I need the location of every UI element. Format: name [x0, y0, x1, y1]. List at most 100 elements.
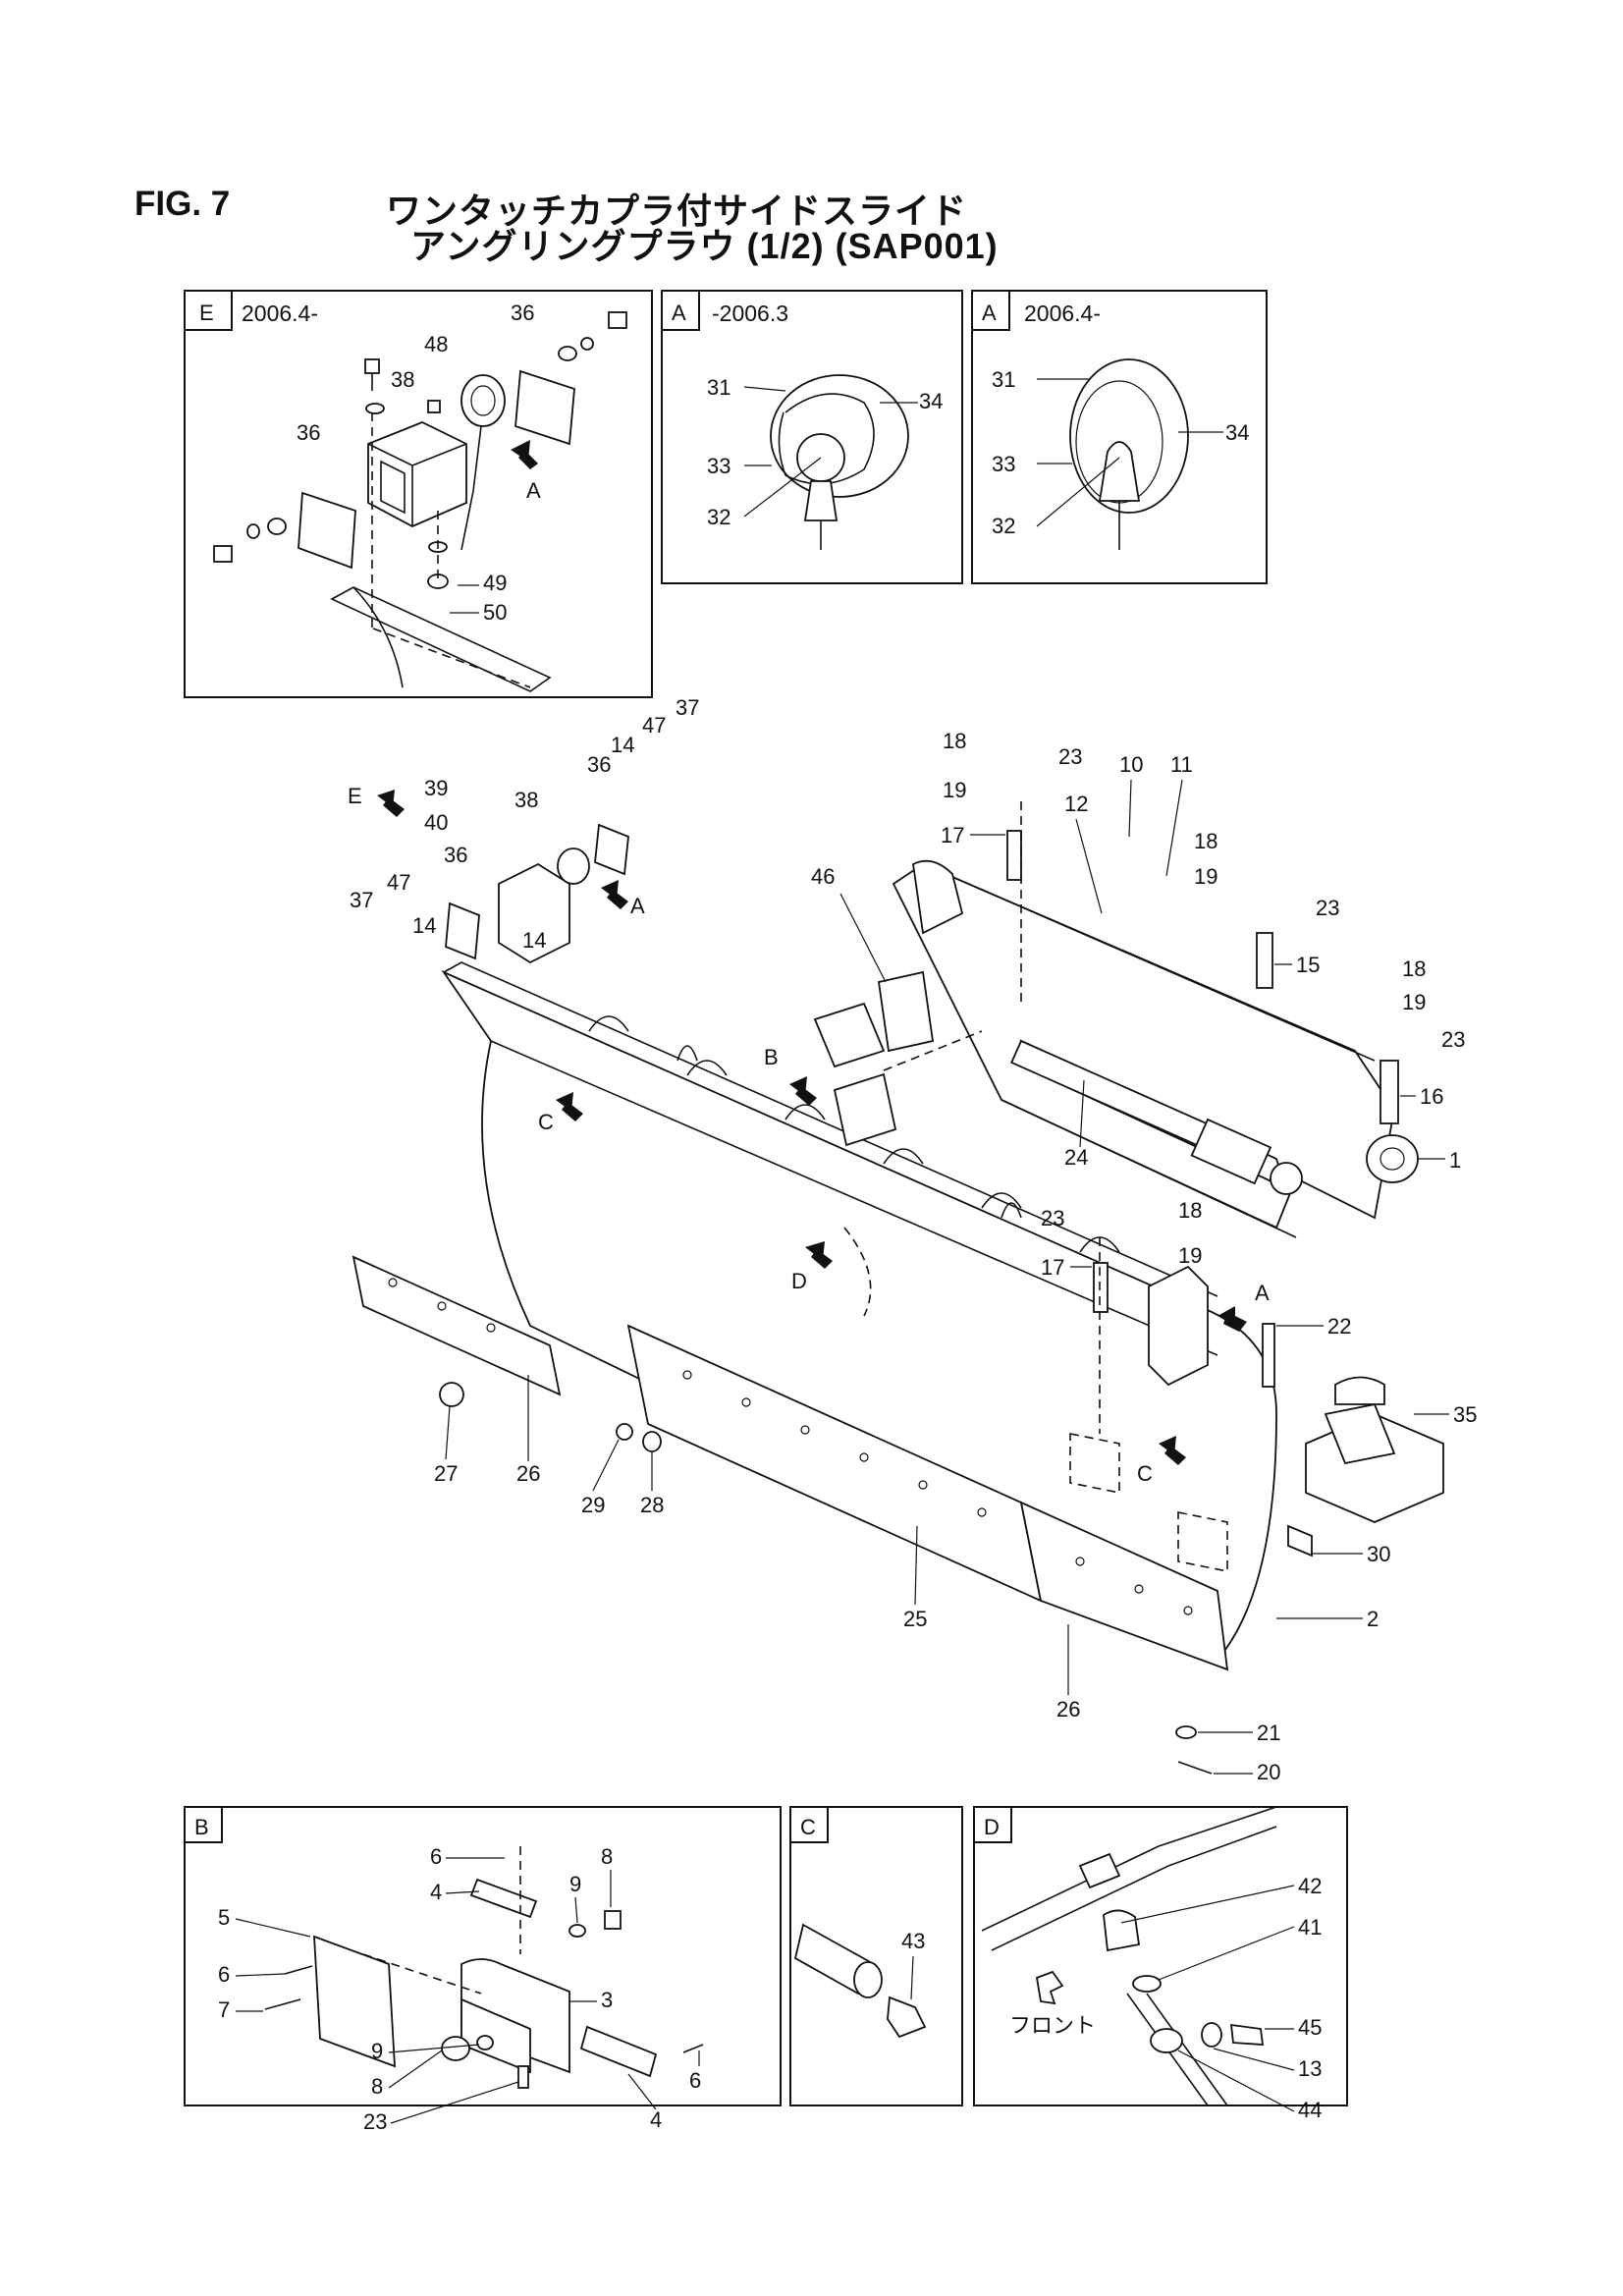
callout-23: 23 — [1316, 896, 1339, 920]
callout-17: 17 — [1041, 1255, 1064, 1280]
view-marker-c: C — [538, 1110, 554, 1134]
callout-19: 19 — [1178, 1243, 1202, 1268]
callout-19: 19 — [1194, 864, 1217, 889]
view-marker-d: D — [791, 1269, 807, 1293]
callout-36: 36 — [587, 752, 611, 777]
edge-bolt-holes — [388, 1278, 1193, 1615]
panel-a-old-tag: A — [672, 301, 686, 325]
callout-41: 41 — [1298, 1915, 1322, 1940]
callout-18: 18 — [1178, 1198, 1202, 1223]
callout-14: 14 — [522, 928, 546, 953]
callout-32: 32 — [992, 514, 1015, 538]
callout-43: 43 — [901, 1929, 925, 1953]
panel-e-tag: E — [199, 301, 214, 325]
callout-28: 28 — [640, 1493, 664, 1517]
callout-37: 37 — [676, 695, 699, 720]
callout-23: 23 — [1441, 1027, 1465, 1052]
callout-4: 4 — [430, 1880, 442, 1904]
callout-18: 18 — [1402, 957, 1426, 981]
panel-d: D フロント 42 41 45 13 44 — [973, 1806, 1348, 2122]
panel-a-new: A 2006.4- 31 34 33 32 — [971, 290, 1268, 584]
panel-b-tag: B — [194, 1815, 209, 1839]
figure-title-line1: ワンタッチカプラ付サイドスライド — [386, 191, 968, 231]
callout-33: 33 — [992, 452, 1015, 476]
callout-36: 36 — [297, 420, 320, 445]
view-marker-a: A — [526, 478, 541, 503]
callout-5: 5 — [218, 1905, 230, 1930]
view-marker-e: E — [348, 784, 362, 808]
callout-17: 17 — [941, 823, 964, 847]
callout-36: 36 — [444, 843, 467, 867]
panel-c-tag: C — [800, 1815, 816, 1839]
callout-48: 48 — [424, 332, 448, 356]
callout-34: 34 — [919, 389, 943, 413]
callout-23: 23 — [1041, 1206, 1064, 1230]
callout-38: 38 — [391, 367, 414, 392]
panel-c: C 43 — [789, 1806, 963, 2106]
callout-30: 30 — [1367, 1542, 1390, 1566]
callout-6: 6 — [430, 1844, 442, 1869]
callout-34: 34 — [1225, 420, 1249, 445]
callout-38: 38 — [514, 788, 538, 812]
callout-12: 12 — [1064, 792, 1088, 816]
callout-31: 31 — [992, 367, 1015, 392]
callout-21: 21 — [1257, 1721, 1280, 1745]
callout-15: 15 — [1296, 953, 1320, 977]
callout-14: 14 — [611, 733, 634, 757]
panel-b: B 6 4 8 9 5 6 7 3 9 8 23 — [184, 1806, 782, 2134]
view-marker-a: A — [630, 894, 645, 918]
callout-19: 19 — [1402, 990, 1426, 1014]
view-marker-b: B — [764, 1045, 779, 1069]
callout-14: 14 — [412, 913, 436, 938]
callout-16: 16 — [1420, 1084, 1443, 1109]
callout-4: 4 — [650, 2107, 662, 2132]
callout-1: 1 — [1449, 1148, 1461, 1173]
callout-23: 23 — [1058, 744, 1082, 769]
callout-24: 24 — [1064, 1145, 1088, 1170]
callout-10: 10 — [1119, 752, 1143, 777]
panel-d-tag: D — [984, 1815, 1000, 1839]
callout-6: 6 — [218, 1962, 230, 1987]
callout-33: 33 — [707, 454, 730, 478]
callout-20: 20 — [1257, 1760, 1280, 1784]
callout-25: 25 — [903, 1607, 927, 1631]
callout-6: 6 — [689, 2068, 701, 2093]
callout-8: 8 — [601, 1844, 613, 1869]
callout-45: 45 — [1298, 2015, 1322, 2040]
callout-40: 40 — [424, 810, 448, 835]
callout-46: 46 — [811, 864, 835, 889]
front-label: フロント — [1009, 2013, 1096, 2038]
panel-a-new-date: 2006.4- — [1024, 301, 1101, 326]
callout-22: 22 — [1327, 1314, 1351, 1339]
panel-e-date: 2006.4- — [242, 301, 318, 326]
callout-44: 44 — [1298, 2098, 1322, 2122]
main-assembly: E A B C D A C 1 2 10 11 12 14 14 15 16 1… — [348, 695, 1477, 1784]
callout-23: 23 — [363, 2109, 387, 2134]
callout-35: 35 — [1453, 1402, 1477, 1427]
panel-a-old-date: -2006.3 — [712, 301, 788, 326]
panel-a-new-tag: A — [982, 301, 997, 325]
callout-32: 32 — [707, 505, 730, 529]
callout-50: 50 — [483, 600, 507, 625]
callout-18: 18 — [943, 729, 966, 753]
figure-number: FIG. 7 — [135, 185, 231, 223]
callout-27: 27 — [434, 1461, 458, 1486]
callout-26: 26 — [516, 1461, 540, 1486]
callout-31: 31 — [707, 375, 730, 400]
callout-47: 47 — [387, 870, 410, 895]
callout-29: 29 — [581, 1493, 605, 1517]
callout-26: 26 — [1056, 1697, 1080, 1722]
callout-37: 37 — [350, 888, 373, 912]
callout-36: 36 — [511, 301, 534, 325]
callout-18: 18 — [1194, 829, 1217, 853]
callout-19: 19 — [943, 778, 966, 802]
callout-42: 42 — [1298, 1874, 1322, 1898]
view-marker-c: C — [1137, 1461, 1153, 1486]
callout-11: 11 — [1170, 752, 1193, 777]
callout-3: 3 — [601, 1988, 613, 2012]
callout-9: 9 — [569, 1872, 581, 1896]
view-marker-a: A — [1255, 1281, 1270, 1305]
callout-13: 13 — [1298, 2056, 1322, 2081]
figure-title-line2: アングリングプラウ (1/2) (SAP001) — [410, 226, 999, 266]
